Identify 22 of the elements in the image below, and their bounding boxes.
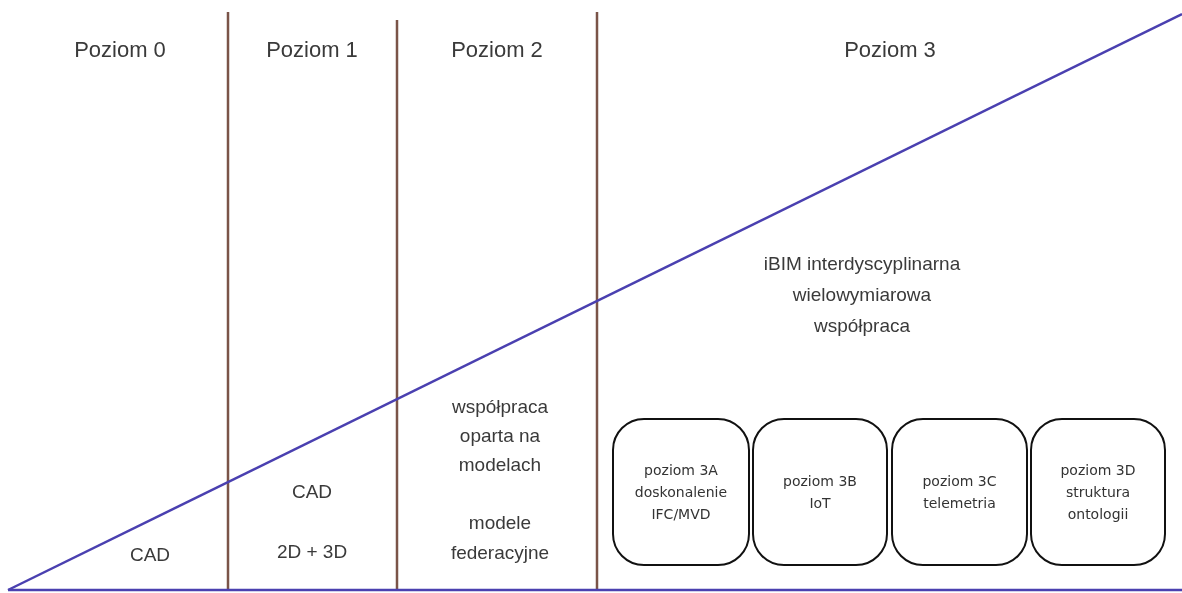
level-heading: Poziom 0 [73, 36, 167, 64]
level-box [612, 418, 750, 566]
level-heading: Poziom 2 [450, 36, 544, 64]
box-text: telemetria [923, 494, 996, 513]
description-text: iBIM interdyscyplinarna wielowymiarowa współpraca [762, 252, 962, 338]
level-box [752, 418, 888, 566]
cad-label: CAD [290, 480, 334, 504]
box-title: poziom 3C [922, 472, 997, 491]
box-text: struktura ontologii [1064, 483, 1132, 524]
description-text: współpraca oparta na modelach [450, 395, 550, 477]
level-heading: Poziom 3 [843, 36, 937, 64]
level-box [1030, 418, 1166, 566]
box-title: poziom 3A [644, 461, 718, 480]
description-text: modele federacyjne [449, 511, 551, 565]
level-box [891, 418, 1028, 566]
box-title: poziom 3B [783, 472, 857, 491]
level-heading: Poziom 1 [265, 36, 359, 64]
cad-label: CAD [128, 543, 172, 567]
box-title: poziom 3D [1060, 461, 1136, 480]
box-text: IoT [809, 494, 831, 513]
box-text: doskonalenie IFC/MVD [633, 483, 729, 524]
dimension-text: 2D + 3D [275, 540, 349, 564]
